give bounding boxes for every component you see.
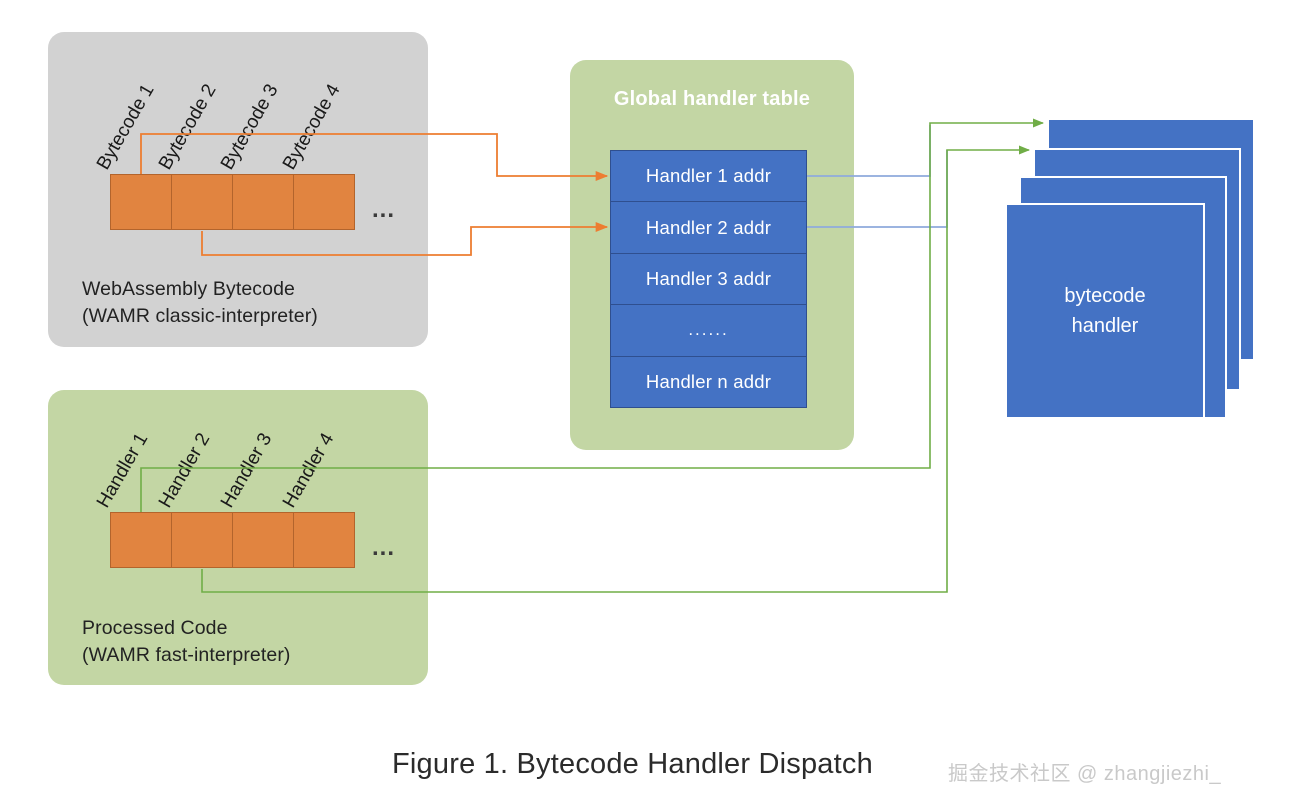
connector-handler2-to-card bbox=[807, 150, 948, 228]
panel-bytecode-caption-line1: WebAssembly Bytecode bbox=[82, 278, 295, 300]
connector-bytecode1-to-handler1 bbox=[140, 133, 609, 182]
handler-table-row-ellipsis: ...... bbox=[611, 305, 806, 357]
connector-bytecode2-to-handler2 bbox=[201, 221, 609, 256]
processed-cell-4[interactable] bbox=[293, 512, 355, 568]
panel-bytecode-caption: WebAssembly Bytecode (WAMR classic-interp… bbox=[82, 276, 318, 330]
bytecode-handler-card-front[interactable]: bytecode handler bbox=[1005, 203, 1205, 419]
figure-caption: Figure 1. Bytecode Handler Dispatch bbox=[392, 748, 873, 780]
handler-table-row-1[interactable]: Handler 1 addr bbox=[611, 151, 806, 203]
handler-table-row-3[interactable]: Handler 3 addr bbox=[611, 253, 806, 306]
watermark-text: 掘金技术社区 @ zhangjiezhi_ bbox=[948, 763, 1222, 785]
global-handler-table-title: Global handler table bbox=[613, 88, 811, 110]
processed-overflow-ellipsis: ... bbox=[372, 534, 396, 561]
handler-table-row-2[interactable]: Handler 2 addr bbox=[611, 202, 806, 254]
panel-processed-caption-line1: Processed Code bbox=[82, 617, 228, 639]
processed-cell-array bbox=[110, 512, 355, 568]
bytecode-cell-4[interactable] bbox=[293, 174, 355, 230]
bytecode-cell-1[interactable] bbox=[110, 174, 172, 230]
handler-table: Handler 1 addr Handler 2 addr Handler 3 … bbox=[610, 150, 807, 408]
connector-handler1-to-card bbox=[807, 125, 931, 177]
processed-cell-1[interactable] bbox=[110, 512, 172, 568]
bytecode-overflow-ellipsis: ... bbox=[372, 196, 396, 223]
panel-processed-caption: Processed Code (WAMR fast-interpreter) bbox=[82, 615, 291, 669]
bytecode-handler-card-label: bytecode handler bbox=[1064, 285, 1146, 337]
bytecode-cell-2[interactable] bbox=[171, 174, 233, 230]
panel-processed-caption-line2: (WAMR fast-interpreter) bbox=[82, 644, 291, 666]
bytecode-cell-array bbox=[110, 174, 355, 230]
panel-bytecode-caption-line2: (WAMR classic-interpreter) bbox=[82, 305, 318, 327]
connector-processed1-to-card-top bbox=[140, 118, 1045, 512]
processed-cell-3[interactable] bbox=[232, 512, 294, 568]
connector-processed2-to-card-second bbox=[201, 145, 1031, 593]
handler-table-row-n[interactable]: Handler n addr bbox=[611, 356, 806, 408]
bytecode-cell-3[interactable] bbox=[232, 174, 294, 230]
processed-cell-2[interactable] bbox=[171, 512, 233, 568]
